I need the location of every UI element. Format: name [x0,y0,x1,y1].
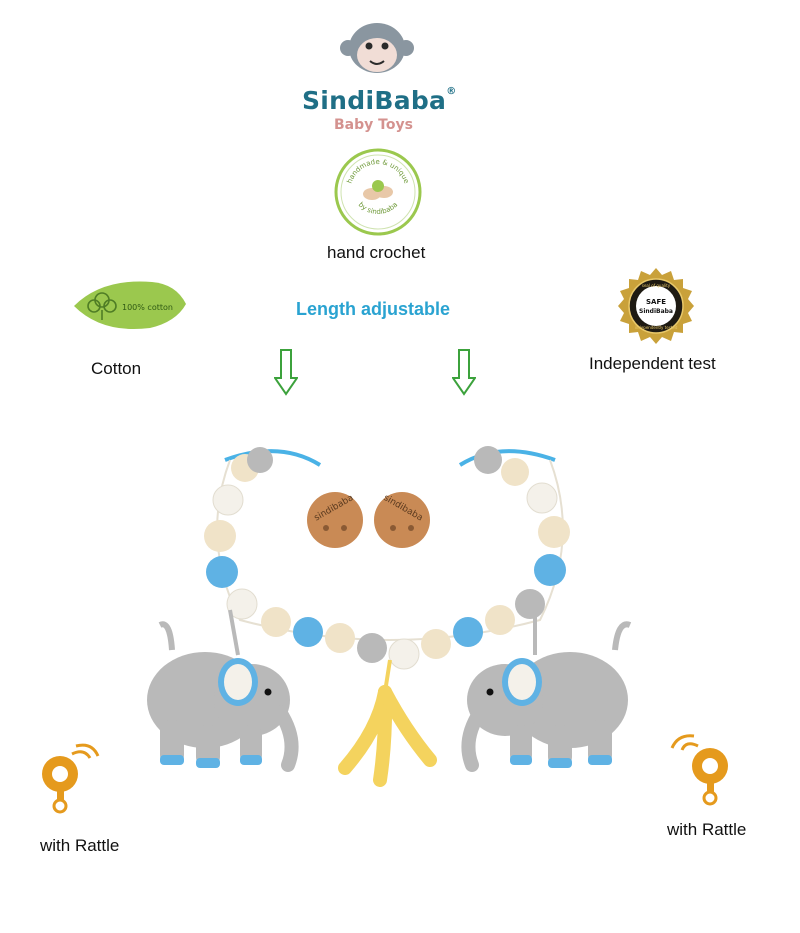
monkey-face-icon [340,23,414,73]
bead [538,516,570,548]
svg-text:seal of quality: seal of quality [642,283,671,288]
bead [485,605,515,635]
bead [247,447,273,473]
bead [474,446,502,474]
right-rattle-caption: with Rattle [667,820,747,839]
svg-text:100% cotton: 100% cotton [122,303,173,312]
arrow-down-icon [274,349,298,396]
bead [357,633,387,663]
length-adjustable-label: Length adjustable [296,299,451,319]
elephant-right [461,621,632,772]
rattle-icon [670,734,728,806]
wooden-clip [374,492,430,548]
banana-rattle [338,685,437,787]
handmade-caption: hand crochet [327,243,426,262]
left-rattle-caption: with Rattle [40,836,120,855]
bead [501,458,529,486]
bead [534,554,566,586]
bead [204,520,236,552]
bead [526,482,558,514]
independent-test-caption: Independent test [589,354,716,373]
bead [212,484,244,516]
bead [206,556,238,588]
bead [293,617,323,647]
bead [453,617,483,647]
product-illustration: sindibaba sindibaba [147,446,632,787]
svg-text:SAFE: SAFE [646,298,666,306]
bead [226,588,258,620]
svg-text:independently tested: independently tested [635,325,678,330]
handmade-seal-icon: handmade & unique by sindibaba [334,148,422,236]
bead [421,629,451,659]
cotton-leaf-icon: 100% cotton [74,281,186,330]
bead [515,589,545,619]
brand-name: SindiBaba® [302,86,457,115]
bead [325,623,355,653]
rattle-icon [42,743,100,814]
safety-seal-icon: seal of quality SAFE SindiBaba independe… [618,268,694,344]
elephant-left [147,621,299,772]
arrow-down-icon [452,349,476,396]
wooden-clip [307,492,363,548]
brand-subtitle: Baby Toys [334,117,413,133]
bead [388,638,420,670]
svg-text:SindiBaba: SindiBaba [639,308,673,315]
cotton-caption: Cotton [91,359,142,378]
bead [261,607,291,637]
